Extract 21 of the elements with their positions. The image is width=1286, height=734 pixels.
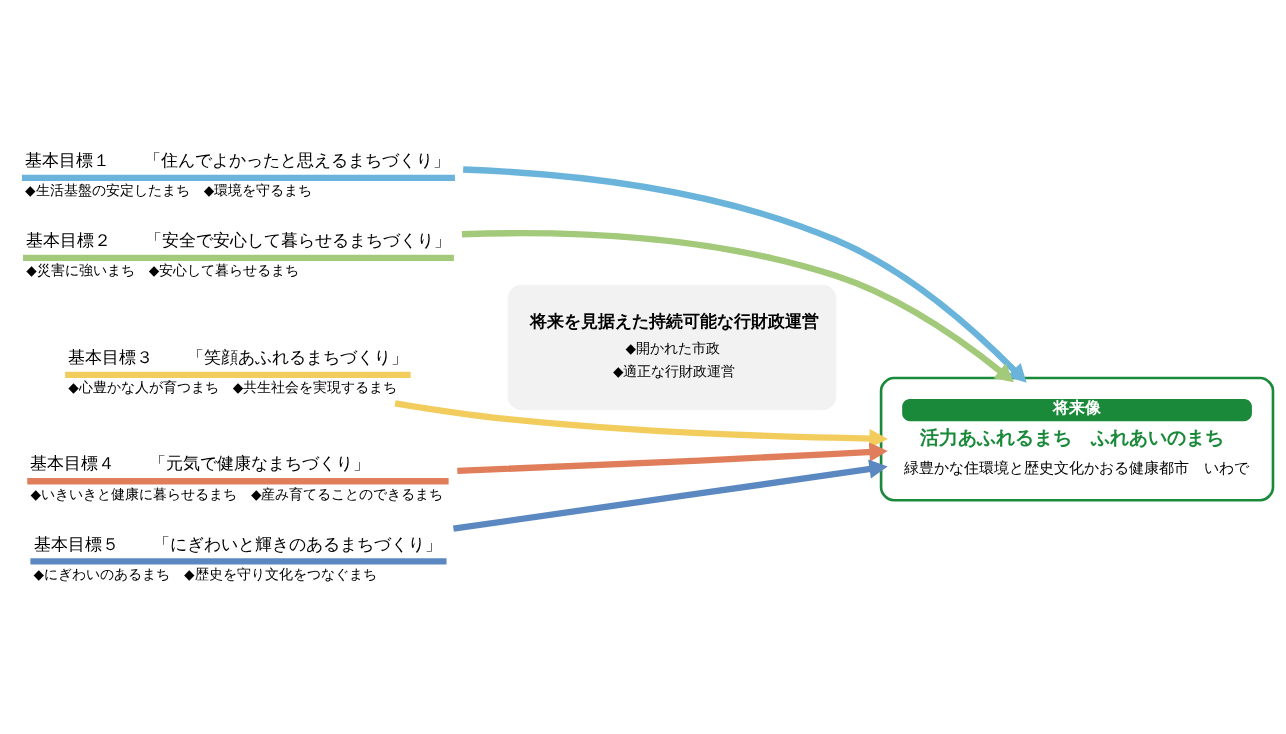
- node-label: ◆心豊かな人が育つまち ◆共生社会を実現するまち: [68, 378, 398, 395]
- node-box: [27, 477, 449, 484]
- node-box: [21, 174, 455, 181]
- arrow: [463, 165, 1027, 383]
- node-label: ◆災害に強いまち ◆安心して暮らせるまち: [26, 261, 300, 278]
- node-label: 基本目標２ 「安全で安心して暮らせるまちづくり」: [26, 229, 452, 250]
- node-label: 基本目標５ 「にぎわいと輝きのあるまちづくり」: [33, 533, 442, 554]
- node-label: ◆いきいきと健康に暮らせるまち ◆産み育てることのできるまち: [30, 485, 444, 502]
- arrow: [457, 441, 888, 474]
- arrow: [394, 399, 888, 448]
- node-label: ◆生活基盤の安定したまち ◆環境を守るまち: [25, 181, 313, 198]
- arrow: [452, 459, 888, 532]
- node-label: 基本目標３ 「笑顔あふれるまちづくり」: [68, 346, 409, 367]
- node-label: 基本目標１ 「住んでよかったと思えるまちづくり」: [25, 149, 451, 170]
- node-box: [65, 371, 411, 378]
- node-box: [30, 557, 447, 564]
- node-box: 将来像 活力あふれるまち ふれあいのまち 緑豊かな住環境と歴史文化かおる健康都市 いわで: [879, 376, 1275, 502]
- arrow: [461, 229, 1014, 382]
- node-label: ◆にぎわいのあるまち ◆歴史を守り文化をつなぐまち: [33, 565, 377, 582]
- node-label: 基本目標４ 「元気で健康なまちづくり」: [30, 452, 371, 473]
- node-box: [23, 254, 454, 261]
